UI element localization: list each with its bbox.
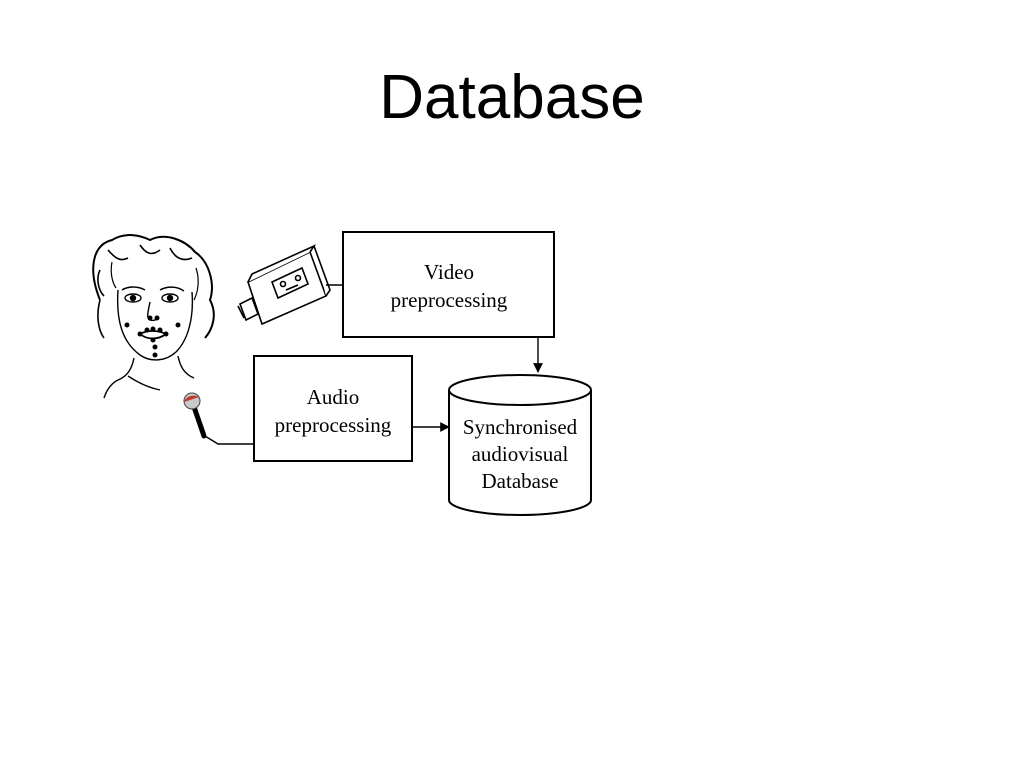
video-box-line1: Video — [424, 260, 474, 284]
audio-preprocessing-box: Audio preprocessing — [253, 355, 413, 462]
slide-title: Database — [379, 63, 645, 132]
mic-connector — [204, 435, 254, 445]
database-line3: Database — [482, 469, 559, 493]
video-box-line2: preprocessing — [391, 288, 508, 312]
database-line1: Synchronised — [463, 415, 578, 439]
audio-box-line2: preprocessing — [275, 413, 392, 437]
video-preprocessing-box: Video preprocessing — [342, 231, 555, 338]
face-with-markers-icon — [92, 234, 215, 399]
video-camera-icon — [237, 244, 331, 326]
audio-box-line1: Audio — [307, 385, 360, 409]
face-markers — [124, 315, 181, 358]
database-cylinder: Synchronised audiovisual Database — [448, 374, 592, 516]
database-line2: audiovisual — [472, 442, 569, 466]
microphone-icon — [183, 392, 207, 439]
